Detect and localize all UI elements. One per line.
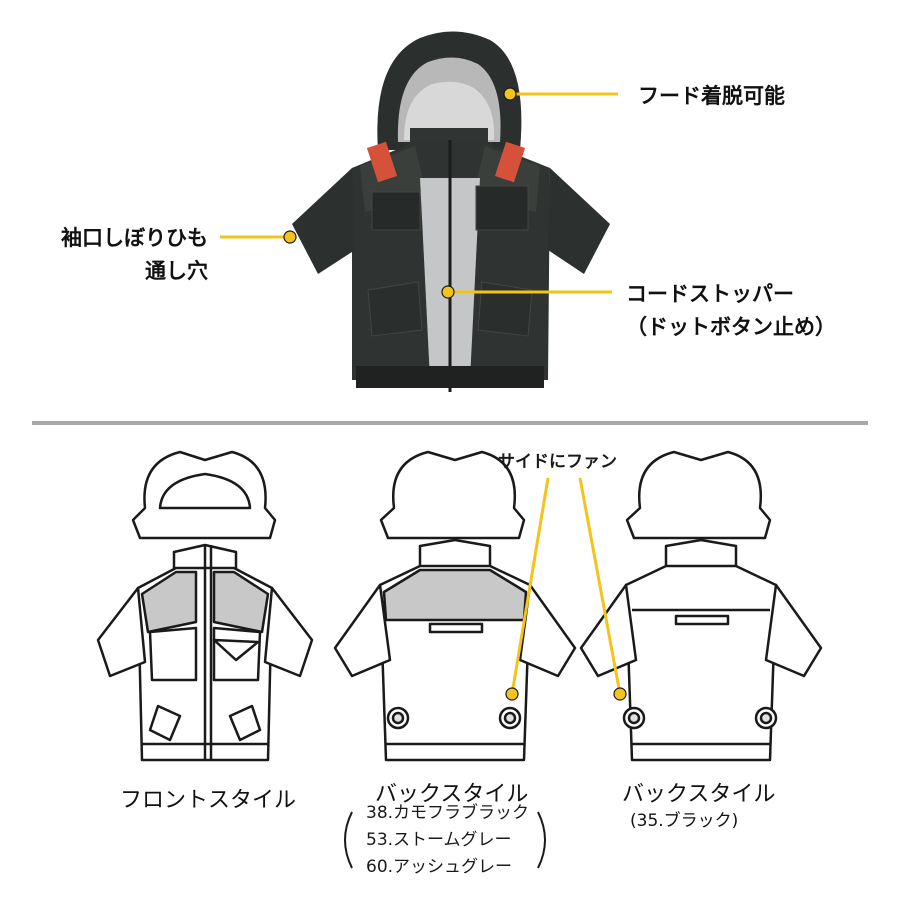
shoulder-tab-left <box>366 141 398 183</box>
back-style-b-caption: バックスタイル <box>622 782 776 807</box>
hood-callout-text: フード着脱可能 <box>638 84 785 108</box>
cuff-callout: 袖口しぼりひも 通し穴 <box>56 222 208 287</box>
color-option: 38.カモフラブラック <box>366 803 530 823</box>
back-style-a-caption: バックスタイル <box>375 782 529 807</box>
section-divider <box>32 421 868 425</box>
stopper-callout-line2: （ドットボタン止め） <box>626 314 836 339</box>
front-style-caption: フロントスタイル <box>120 788 297 813</box>
shoulder-tab-right <box>494 141 526 183</box>
cuff-callout-line1: 袖口しぼりひも <box>61 226 208 250</box>
color-list-a: 38.カモフラブラック 53.ストームグレー 60.アッシュグレー <box>366 800 529 881</box>
color-option: 53.ストームグレー <box>366 830 512 850</box>
color-option: 60.アッシュグレー <box>366 857 513 877</box>
fan-label: サイドにファン <box>498 452 617 472</box>
stopper-callout-line1: コードストッパー <box>626 282 794 306</box>
jacket-photo <box>220 31 618 392</box>
stopper-callout: コードストッパー （ドットボタン止め） <box>626 278 836 343</box>
color-note-b: (35.ブラック) <box>630 811 739 831</box>
back-drawing-b <box>579 450 823 762</box>
hood-callout: フード着脱可能 <box>638 80 785 113</box>
cuff-callout-line2: 通し穴 <box>145 258 208 283</box>
